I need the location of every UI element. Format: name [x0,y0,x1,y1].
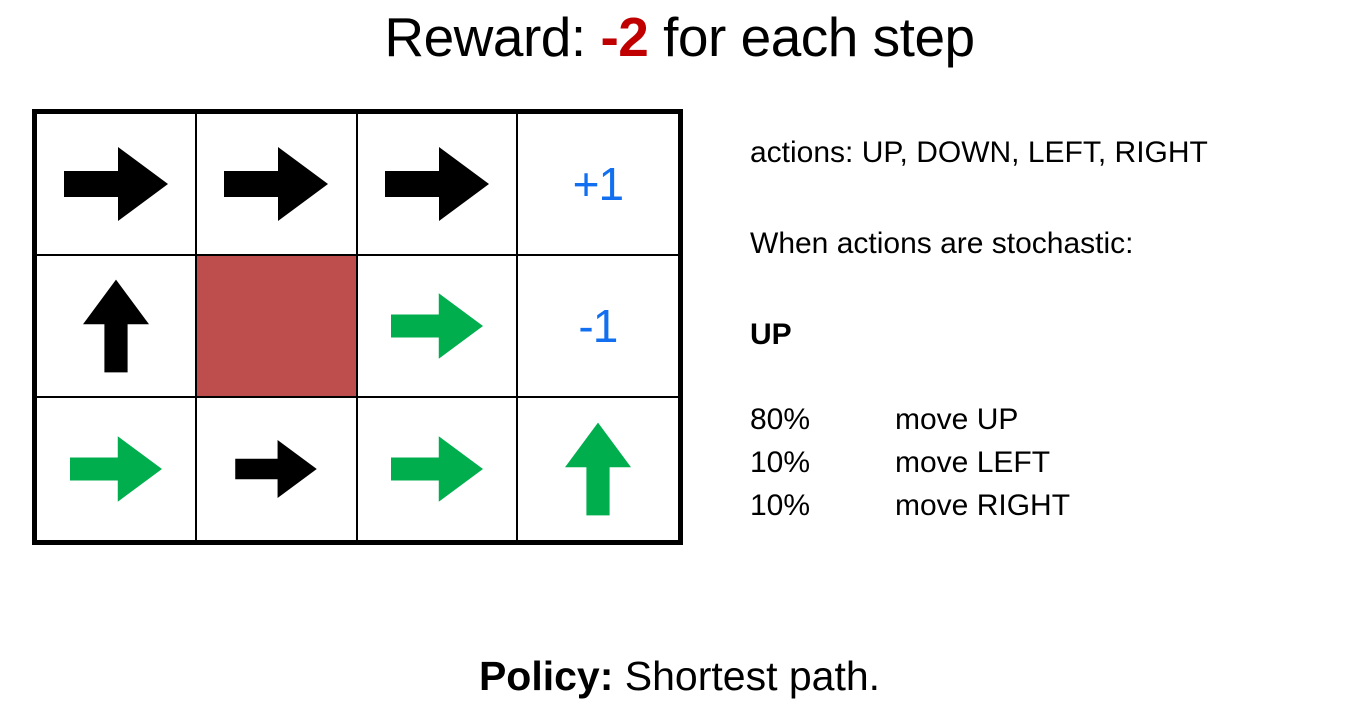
transition-probability-outcome: move UP [895,403,1019,436]
title-prefix: Reward: [384,6,601,68]
cell-r0c0-arrow-right-black[interactable] [37,114,198,256]
cell-r0c3-terminal-positive-label: +1 [572,158,624,210]
page-title: Reward: -2 for each step [0,2,1359,72]
cell-r1c2-arrow-right-green[interactable] [357,256,518,398]
gridworld-grid: +1 -1 [32,109,683,545]
selected-action-label: UP [750,318,792,351]
cell-r0c3-terminal-positive[interactable]: +1 [517,114,678,256]
transition-probability-outcome: move RIGHT [895,489,1071,522]
cell-r1c1-blocked[interactable] [197,256,358,398]
cell-r2c0-arrow-right-green[interactable] [37,398,198,540]
arrow-right-icon [390,293,483,359]
cell-r2c1-arrow-right-black[interactable] [197,398,358,540]
transition-probability-row: 10% move LEFT [750,441,1070,484]
cell-r1c3-terminal-negative-label: -1 [578,300,618,352]
arrow-right-icon [70,436,163,502]
transition-probability-table: 80% move UP 10% move LEFT 10% move RIGHT [750,398,1070,527]
cell-r2c2-arrow-right-green[interactable] [357,398,518,540]
stochastic-heading-text: When actions are stochastic: [750,227,1134,260]
transition-probability-outcome: move LEFT [895,446,1051,479]
cell-r1c0-arrow-up-black[interactable] [37,256,198,398]
cell-r0c1-arrow-right-black[interactable] [197,114,358,256]
policy-caption: Policy: Shortest path. [0,650,1359,702]
arrow-right-icon [224,147,329,221]
transition-probability-row: 80% move UP [750,398,1070,441]
arrow-up-icon [564,422,631,516]
arrow-right-icon [390,436,483,502]
transition-probability-body: 80% move UP 10% move LEFT 10% move RIGHT [750,398,1070,527]
arrow-up-icon [83,279,150,373]
transition-probability-row: 10% move RIGHT [750,484,1070,527]
cell-r2c3-arrow-up-green[interactable] [517,398,678,540]
policy-caption-text: Shortest path. [613,653,881,699]
arrow-right-icon [64,147,169,221]
arrow-right-icon [384,147,489,221]
arrow-right-icon [235,440,318,498]
transition-probability-percent: 10% [750,446,811,479]
title-suffix: for each step [648,6,975,68]
transition-probability-percent: 80% [750,403,811,436]
cell-r1c3-terminal-negative[interactable]: -1 [517,256,678,398]
policy-caption-label: Policy: [478,653,614,699]
title-reward-value: -2 [600,6,649,68]
actions-list-text: actions: UP, DOWN, LEFT, RIGHT [750,136,1208,169]
transition-probability-percent: 10% [750,489,811,522]
cell-r0c2-arrow-right-black[interactable] [357,114,518,256]
